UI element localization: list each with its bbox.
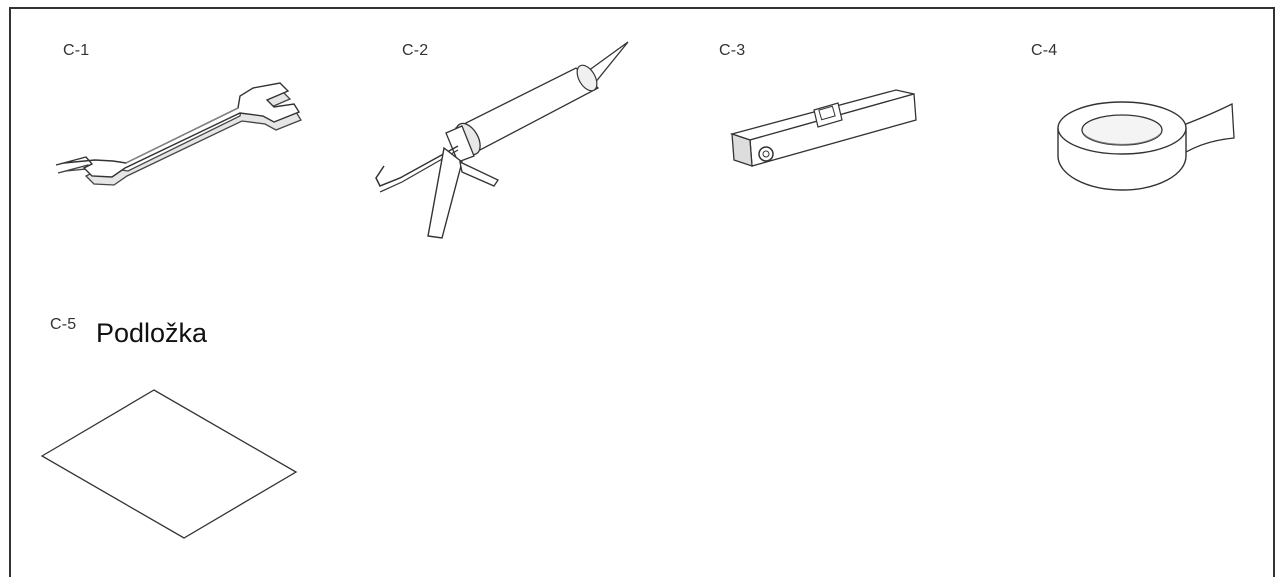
item-label-c4: C-4 xyxy=(1031,42,1058,59)
wrench-icon xyxy=(40,64,310,214)
pad-sheet-icon xyxy=(40,388,302,540)
item-label-c5: C-5 xyxy=(50,316,77,333)
item-label-c1: C-1 xyxy=(63,42,90,59)
caulking-gun-icon xyxy=(358,38,638,248)
item-label-c3: C-3 xyxy=(719,42,746,59)
document-frame xyxy=(9,7,1275,577)
spirit-level-icon xyxy=(720,84,920,204)
tape-roll-icon xyxy=(1052,94,1242,204)
item-caption-c5: Podložka xyxy=(96,318,208,348)
item-label-c2: C-2 xyxy=(402,42,429,59)
